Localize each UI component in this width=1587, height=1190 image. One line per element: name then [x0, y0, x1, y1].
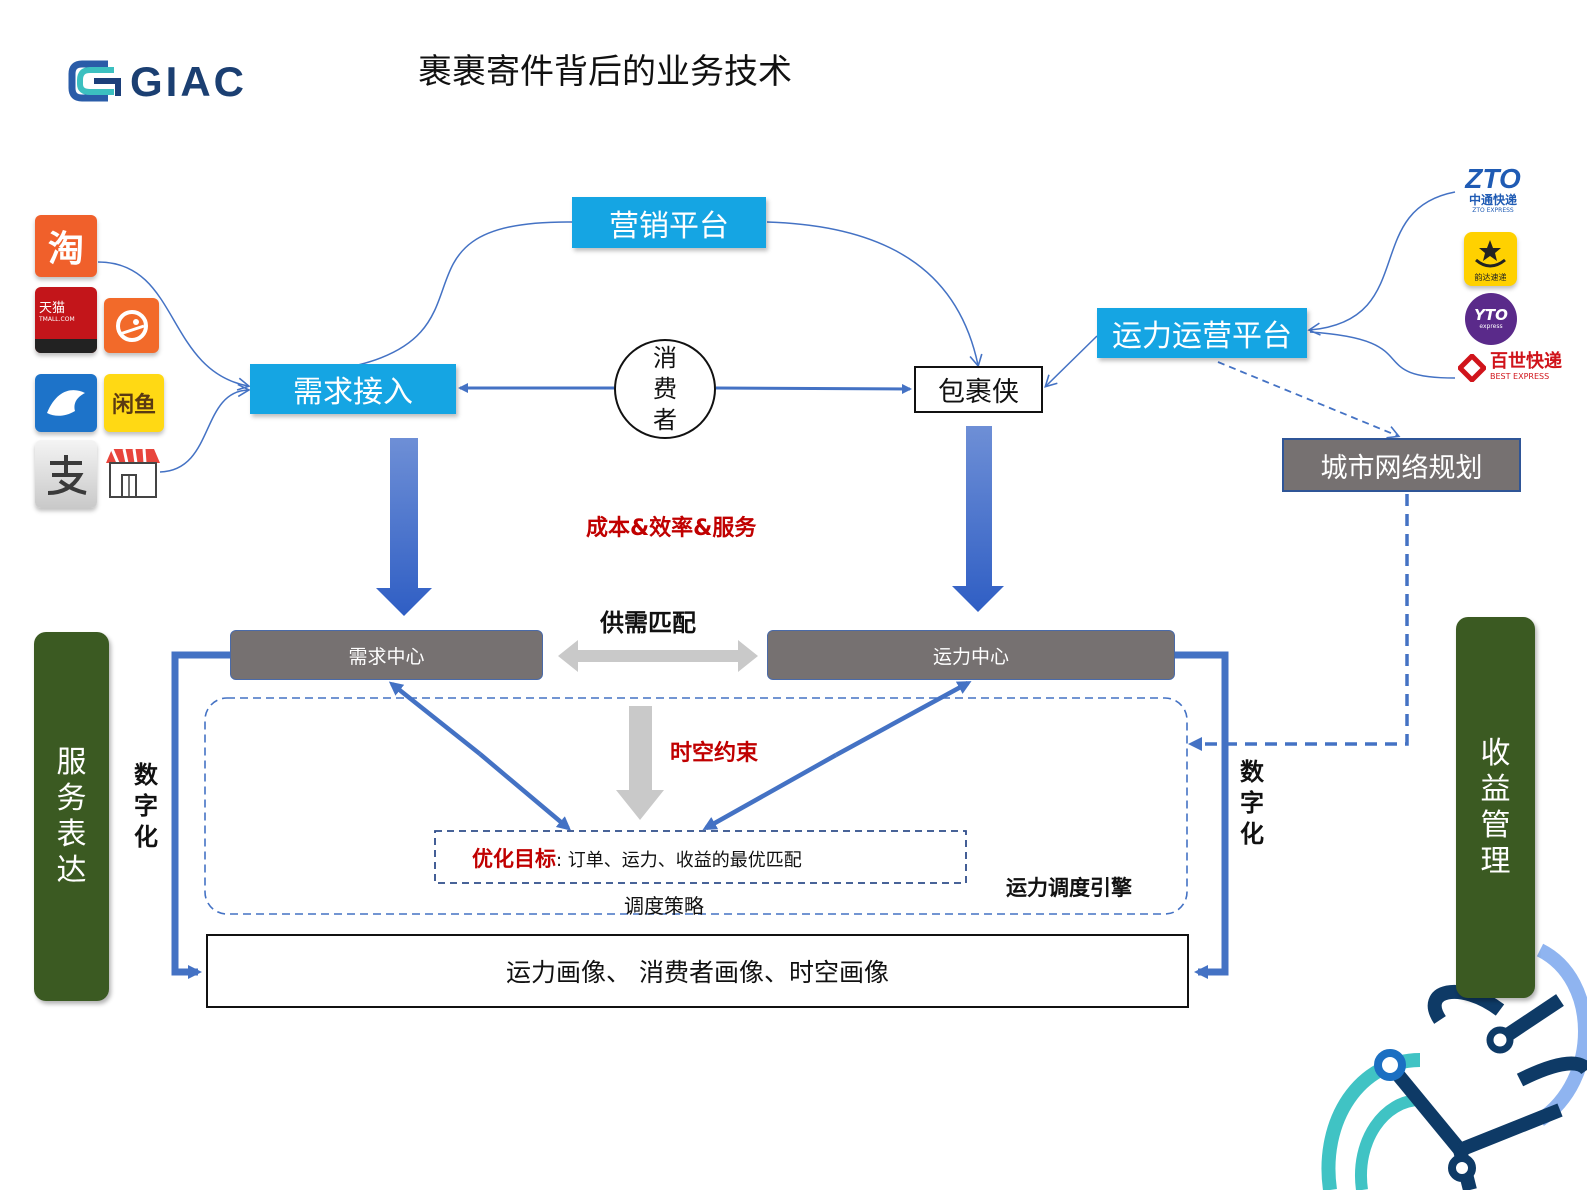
taobao-app-icon: 淘: [35, 215, 97, 277]
digital-right-label: 数字化: [1240, 758, 1264, 848]
demand-down-arrow: [376, 438, 432, 616]
revenue-management-panel: 收益管理: [1456, 617, 1535, 998]
engine-frame: [204, 697, 1188, 915]
courier-down-arrow: [952, 426, 1004, 612]
capacity-center-to-opt-arrow-a: [834, 681, 972, 757]
alipay-app-icon: [35, 440, 97, 508]
xianyu-app-icon: 闲鱼: [104, 374, 164, 432]
city-to-engine-dashed: [1188, 494, 1409, 751]
marketing-to-demand-curve: [357, 221, 573, 366]
spacetime-constraint-label: 时空约束: [670, 741, 759, 766]
store-icon: [104, 445, 162, 501]
service-expression-panel: 服务表达: [34, 632, 109, 1001]
capacity-ops-platform-node: 运力运营平台: [1097, 308, 1307, 358]
smiley-star-icon: [1475, 240, 1506, 268]
demand-center-node: 需求中心: [230, 630, 543, 680]
ops-to-city-dashed: [1217, 361, 1401, 439]
yto-logo: YTO express: [1465, 293, 1517, 345]
decorative-network-emblem: [1321, 943, 1587, 1190]
capacity-center-node: 运力中心: [767, 630, 1175, 680]
dispatch-engine-label: 运力调度引擎: [1006, 876, 1132, 900]
bird-icon: [115, 309, 148, 342]
store-connector: [159, 383, 251, 473]
tmall-app-icon: 天猫 TMALL.COM: [35, 287, 97, 353]
digital-left-label: 数字化: [134, 761, 158, 851]
ops-to-courier-arrow: [1044, 335, 1098, 388]
best-express-logo: 百世快递 BEST EXPRESS: [1458, 352, 1568, 384]
best-express-mark-icon: [1458, 354, 1486, 382]
capacity-center-to-opt-arrow-b: [702, 753, 838, 830]
taobao-connector: [97, 261, 251, 391]
best-connector: [1309, 331, 1456, 379]
city-network-planning-node: 城市网络规划: [1282, 438, 1521, 492]
spacetime-down-arrow: [616, 706, 664, 820]
supply-demand-match-label: 供需匹配: [600, 609, 696, 637]
demand-access-node: 需求接入: [250, 364, 456, 414]
koubei-app-icon: [35, 374, 97, 432]
yunda-logo: 韵达速递: [1464, 232, 1517, 286]
optimization-goal: 优化目标: 订单、运力、收益的最优匹配: [472, 843, 802, 873]
page-title: 裹裹寄件背后的业务技术: [418, 52, 792, 92]
alipay-icon: [47, 455, 87, 495]
marketing-platform-node: 营销平台: [572, 197, 766, 248]
zto-logo: ZTO 中通快递 ZTO EXPRESS: [1465, 163, 1521, 215]
supply-demand-double-arrow: [558, 640, 758, 672]
profile-bar: 运力画像、 消费者画像、时空画像: [206, 934, 1189, 1008]
optimization-goal-prefix: 优化目标: [472, 847, 556, 871]
cost-efficiency-service-label: 成本&效率&服务: [586, 516, 757, 541]
feizhu-app-icon: [104, 298, 159, 353]
courier-node: 包裹侠: [914, 366, 1043, 413]
optimization-frame: [434, 830, 967, 884]
zto-connector: [1307, 191, 1456, 336]
giac-logo-text: GIAC: [130, 58, 247, 105]
optimization-goal-text: : 订单、运力、收益的最优匹配: [556, 850, 802, 871]
demand-center-to-opt-arrow-b: [478, 752, 572, 831]
digital-left-arrow: [171, 651, 230, 979]
dove-icon: [47, 390, 85, 416]
giac-logo: GIAC: [68, 56, 258, 106]
dispatch-strategy-label: 调度策略: [624, 894, 704, 918]
giac-logo-mark-icon: [68, 60, 121, 102]
consumer-node: 消 费 者: [614, 339, 716, 439]
consumer-to-courier-arrow: [715, 383, 912, 394]
demand-center-to-opt-arrow-a: [388, 681, 482, 756]
marketing-to-courier-curve: [766, 221, 983, 368]
digital-right-arrow: [1175, 651, 1229, 979]
